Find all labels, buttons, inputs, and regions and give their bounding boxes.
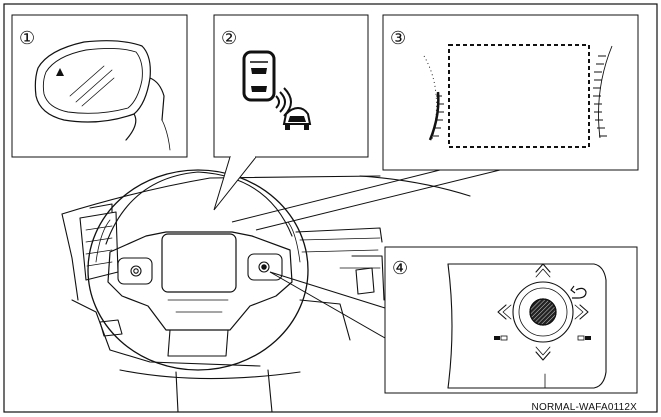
panel-3-leader-top <box>231 169 441 223</box>
steering-wheel-switch-dial <box>447 263 607 389</box>
switch-right-indicator-icon <box>577 335 591 341</box>
callout-1: ① <box>19 28 35 49</box>
panel-1 <box>11 14 188 158</box>
panel-4-frame <box>384 246 638 394</box>
vehicle-proximity-display <box>242 50 312 130</box>
panel-4-leader-top <box>269 271 386 309</box>
dashed-display-frame <box>448 44 590 148</box>
warning-triangle-icon <box>56 68 64 76</box>
panel-3 <box>231 14 639 231</box>
panel-2-pointer <box>213 156 257 211</box>
guide-scale-left <box>423 55 444 141</box>
panel-4 <box>269 246 638 394</box>
callout-2: ② <box>221 28 237 49</box>
panel-3-leader-bottom <box>255 169 501 231</box>
back-arrow-icon <box>572 287 587 299</box>
callout-3: ③ <box>390 28 406 49</box>
panel-2-frame <box>213 14 369 158</box>
switch-left-indicator-icon <box>494 335 508 341</box>
panel-3-frame <box>382 14 639 171</box>
panel-4-leader-bottom <box>269 271 386 339</box>
callout-4: ④ <box>392 258 408 279</box>
side-mirror-warning-indicator <box>34 40 171 151</box>
guide-scale-right <box>593 45 613 139</box>
cockpit-drawing <box>61 169 471 413</box>
figure-code: NORMAL-WAFA0112X <box>531 402 637 413</box>
panel-2 <box>213 14 369 211</box>
panel-1-frame <box>11 14 188 158</box>
